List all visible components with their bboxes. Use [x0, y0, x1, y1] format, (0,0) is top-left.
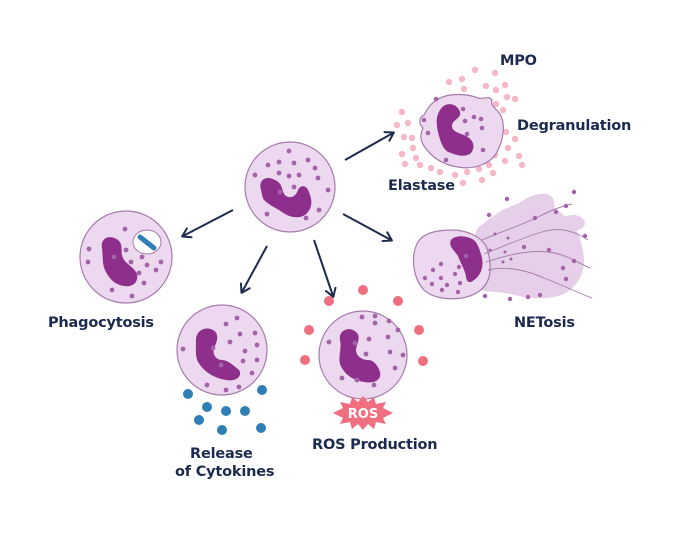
granules: [421, 96, 486, 163]
nucleus: [339, 329, 381, 383]
label-mpo: MPO: [500, 53, 537, 69]
granules: [326, 313, 406, 388]
center-neutrophil: [244, 141, 336, 233]
ros-particles: [300, 285, 428, 366]
arrow-to-phagocytosis: [181, 209, 234, 239]
irregular-membrane: [419, 93, 504, 169]
bacterium-icon: [137, 234, 157, 251]
degranulation-particles: [393, 66, 526, 187]
cytokines-cell: [176, 304, 268, 435]
net-cloud: [473, 200, 584, 299]
arrow-to-netosis: [342, 213, 393, 243]
nucleus: [260, 178, 312, 218]
cytokine-particles: [183, 385, 267, 435]
granules: [422, 189, 588, 302]
ros-badge-text: ROS: [348, 407, 378, 422]
label-degranulation: Degranulation: [517, 118, 632, 134]
arrow-to-degranulation: [344, 131, 395, 161]
label-ros-production: ROS Production: [312, 437, 438, 453]
label-cytokines-line1: Release: [190, 446, 253, 462]
nucleus: [436, 104, 474, 156]
nucleus: [195, 328, 241, 381]
label-phagocytosis: Phagocytosis: [48, 315, 154, 331]
ros-cell: ROS: [300, 285, 428, 430]
granules: [180, 315, 260, 393]
ros-badge: ROS: [333, 396, 393, 430]
label-elastase: Elastase: [388, 178, 455, 194]
phagocytosis-cell: [79, 210, 173, 304]
net-fragment: [561, 215, 585, 231]
granules: [85, 226, 164, 299]
arrows: [181, 131, 395, 298]
netosis-cell: [412, 189, 593, 302]
nucleus: [101, 237, 138, 287]
burst-icon: [333, 396, 393, 430]
nucleus: [450, 236, 483, 283]
phagosome: [132, 229, 162, 255]
net-cloud-top: [500, 193, 555, 231]
granules: [252, 148, 331, 221]
label-netosis: NETosis: [514, 315, 575, 331]
label-cytokines-line2: of Cytokines: [175, 464, 275, 480]
degranulation-cell: [393, 66, 526, 187]
chromatin-strands: [481, 203, 593, 299]
arrow-to-cytokines: [239, 245, 268, 294]
net-fragment: [496, 282, 520, 290]
arrow-to-ros: [313, 239, 337, 298]
